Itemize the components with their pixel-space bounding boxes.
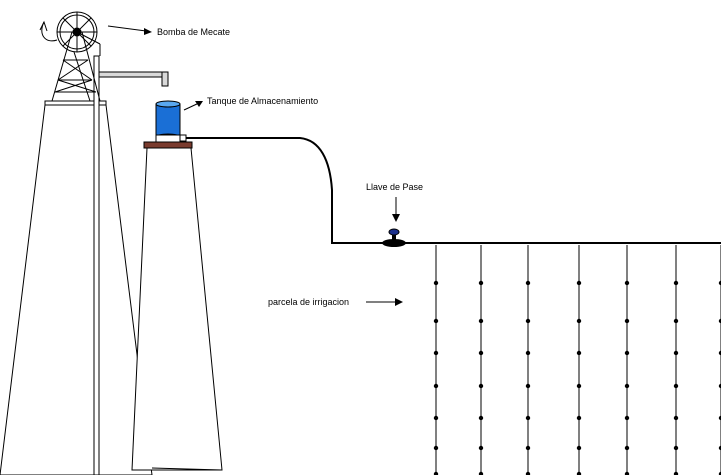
pump-label: Bomba de Mecate	[157, 27, 230, 37]
dripper	[525, 350, 531, 356]
pipe-connector	[179, 134, 187, 142]
tower-base-line	[151, 467, 223, 471]
tank-platform	[143, 141, 193, 149]
dripper	[673, 445, 679, 451]
dripper	[478, 471, 484, 475]
dripper	[718, 471, 721, 475]
tank-tower	[131, 147, 223, 471]
dripper	[673, 415, 679, 421]
valve-label: Llave de Pase	[366, 182, 423, 192]
dripper	[624, 318, 630, 324]
dripper	[525, 383, 531, 389]
dripper	[718, 318, 721, 324]
dripper	[576, 383, 582, 389]
dripper	[525, 415, 531, 421]
riser-pipe	[93, 55, 100, 475]
dripper	[576, 471, 582, 475]
storage-tank	[155, 100, 183, 143]
valve	[382, 228, 406, 247]
dripper	[673, 350, 679, 356]
dripper	[478, 318, 484, 324]
dripper	[718, 350, 721, 356]
dripper	[673, 280, 679, 286]
dripper	[576, 350, 582, 356]
plot-label: parcela de irrigacion	[268, 297, 349, 307]
dripper	[525, 445, 531, 451]
dripper	[576, 318, 582, 324]
pump-tower	[0, 100, 153, 475]
dripper	[478, 383, 484, 389]
dripper	[673, 471, 679, 475]
dripper	[478, 350, 484, 356]
dripper	[624, 383, 630, 389]
dripper	[525, 280, 531, 286]
dripper	[718, 383, 721, 389]
dripper	[718, 280, 721, 286]
dripper	[576, 445, 582, 451]
dripper	[624, 445, 630, 451]
plot-label-arrow	[366, 298, 403, 306]
dripper	[433, 318, 439, 324]
dripper	[718, 415, 721, 421]
dripper	[478, 445, 484, 451]
dripper	[433, 383, 439, 389]
dripper	[433, 445, 439, 451]
rope-pump	[39, 11, 101, 102]
dripper	[624, 471, 630, 475]
dripper	[576, 415, 582, 421]
outlet-spout	[98, 71, 169, 87]
dripper	[525, 318, 531, 324]
drip-lines	[433, 245, 721, 475]
dripper	[673, 383, 679, 389]
dripper	[433, 415, 439, 421]
dripper	[718, 445, 721, 451]
dripper	[433, 280, 439, 286]
delivery-pipe	[182, 137, 721, 244]
dripper	[478, 280, 484, 286]
dripper	[576, 280, 582, 286]
dripper	[433, 350, 439, 356]
tank-label-arrow	[183, 101, 203, 111]
dripper	[624, 280, 630, 286]
dripper	[673, 318, 679, 324]
pump-label-arrow	[107, 25, 152, 35]
dripper	[624, 415, 630, 421]
dripper	[525, 471, 531, 475]
dripper	[433, 471, 439, 475]
tank-label: Tanque de Almacenamiento	[207, 96, 318, 106]
dripper	[478, 415, 484, 421]
valve-label-arrow	[392, 197, 400, 222]
dripper	[624, 350, 630, 356]
